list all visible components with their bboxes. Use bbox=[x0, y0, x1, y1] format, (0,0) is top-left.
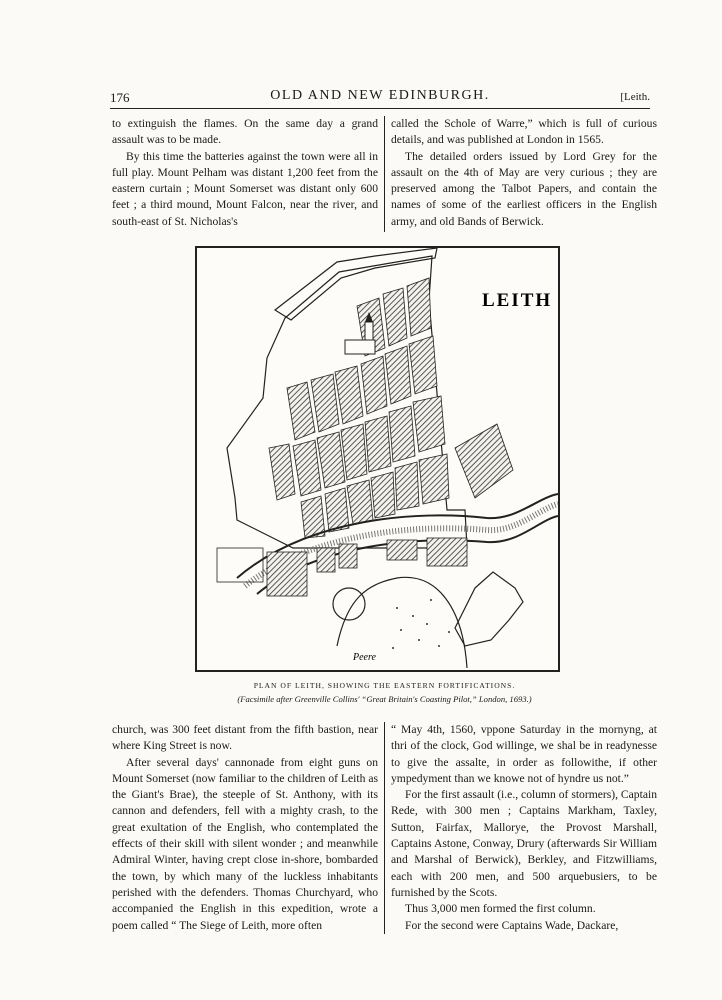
paragraph: For the first assault (i.e., column of s… bbox=[391, 788, 657, 899]
running-head-section: [Leith. bbox=[620, 91, 650, 103]
left-column-bottom: church, was 300 feet distant from the fi… bbox=[112, 722, 378, 934]
map-figure: LEITH Peere bbox=[195, 246, 560, 672]
map-label-peere: Peere bbox=[352, 652, 377, 663]
figure-caption-source: (Facsimile after Greenville Collins' “Gr… bbox=[237, 694, 532, 704]
paragraph: Thus 3,000 men formed the first column. bbox=[405, 902, 596, 916]
running-header: 176 OLD AND NEW EDINBURGH. [Leith. bbox=[110, 86, 650, 109]
right-column-bottom: “ May 4th, 1560, vppone Saturday in the … bbox=[391, 722, 657, 934]
paragraph: For the second were Captains Wade, Dacka… bbox=[405, 918, 619, 932]
leith-plan-map: LEITH Peere bbox=[216, 248, 558, 669]
citadel-fort bbox=[454, 571, 524, 647]
river-water bbox=[243, 501, 558, 589]
outer-bastion-wall bbox=[273, 248, 438, 321]
harbour-shoreline bbox=[336, 576, 468, 669]
paragraph: After several days' cannonade from eight… bbox=[112, 755, 378, 932]
left-column-top: to extinguish the flames. On the same da… bbox=[112, 116, 378, 230]
column-divider bbox=[384, 116, 385, 232]
page-number: 176 bbox=[110, 90, 130, 105]
paragraph: By this time the batteries against the t… bbox=[112, 149, 378, 228]
paragraph: to extinguish the flames. On the same da… bbox=[112, 117, 378, 147]
south-houses bbox=[216, 537, 468, 597]
book-title: OLD AND NEW EDINBURGH. bbox=[270, 88, 490, 103]
map-title: LEITH bbox=[482, 290, 552, 311]
church-drawing bbox=[344, 312, 376, 355]
figure-caption: PLAN OF LEITH, SHOWING THE EASTERN FORTI… bbox=[253, 681, 516, 690]
right-column-top: called the Schole of Warre,” which is fu… bbox=[391, 116, 657, 230]
harbour-basin bbox=[332, 587, 366, 621]
shore-dots bbox=[392, 599, 450, 649]
paragraph: called the Schole of Warre,” which is fu… bbox=[391, 117, 657, 147]
paragraph: “ May 4th, 1560, vppone Saturday in the … bbox=[391, 723, 657, 785]
river-bank-north bbox=[236, 493, 558, 579]
hatched-blocks bbox=[268, 277, 514, 539]
column-divider bbox=[384, 722, 385, 934]
paragraph: The detailed orders issued by Lord Grey … bbox=[391, 149, 657, 228]
paragraph: church, was 300 feet distant from the fi… bbox=[112, 723, 378, 753]
